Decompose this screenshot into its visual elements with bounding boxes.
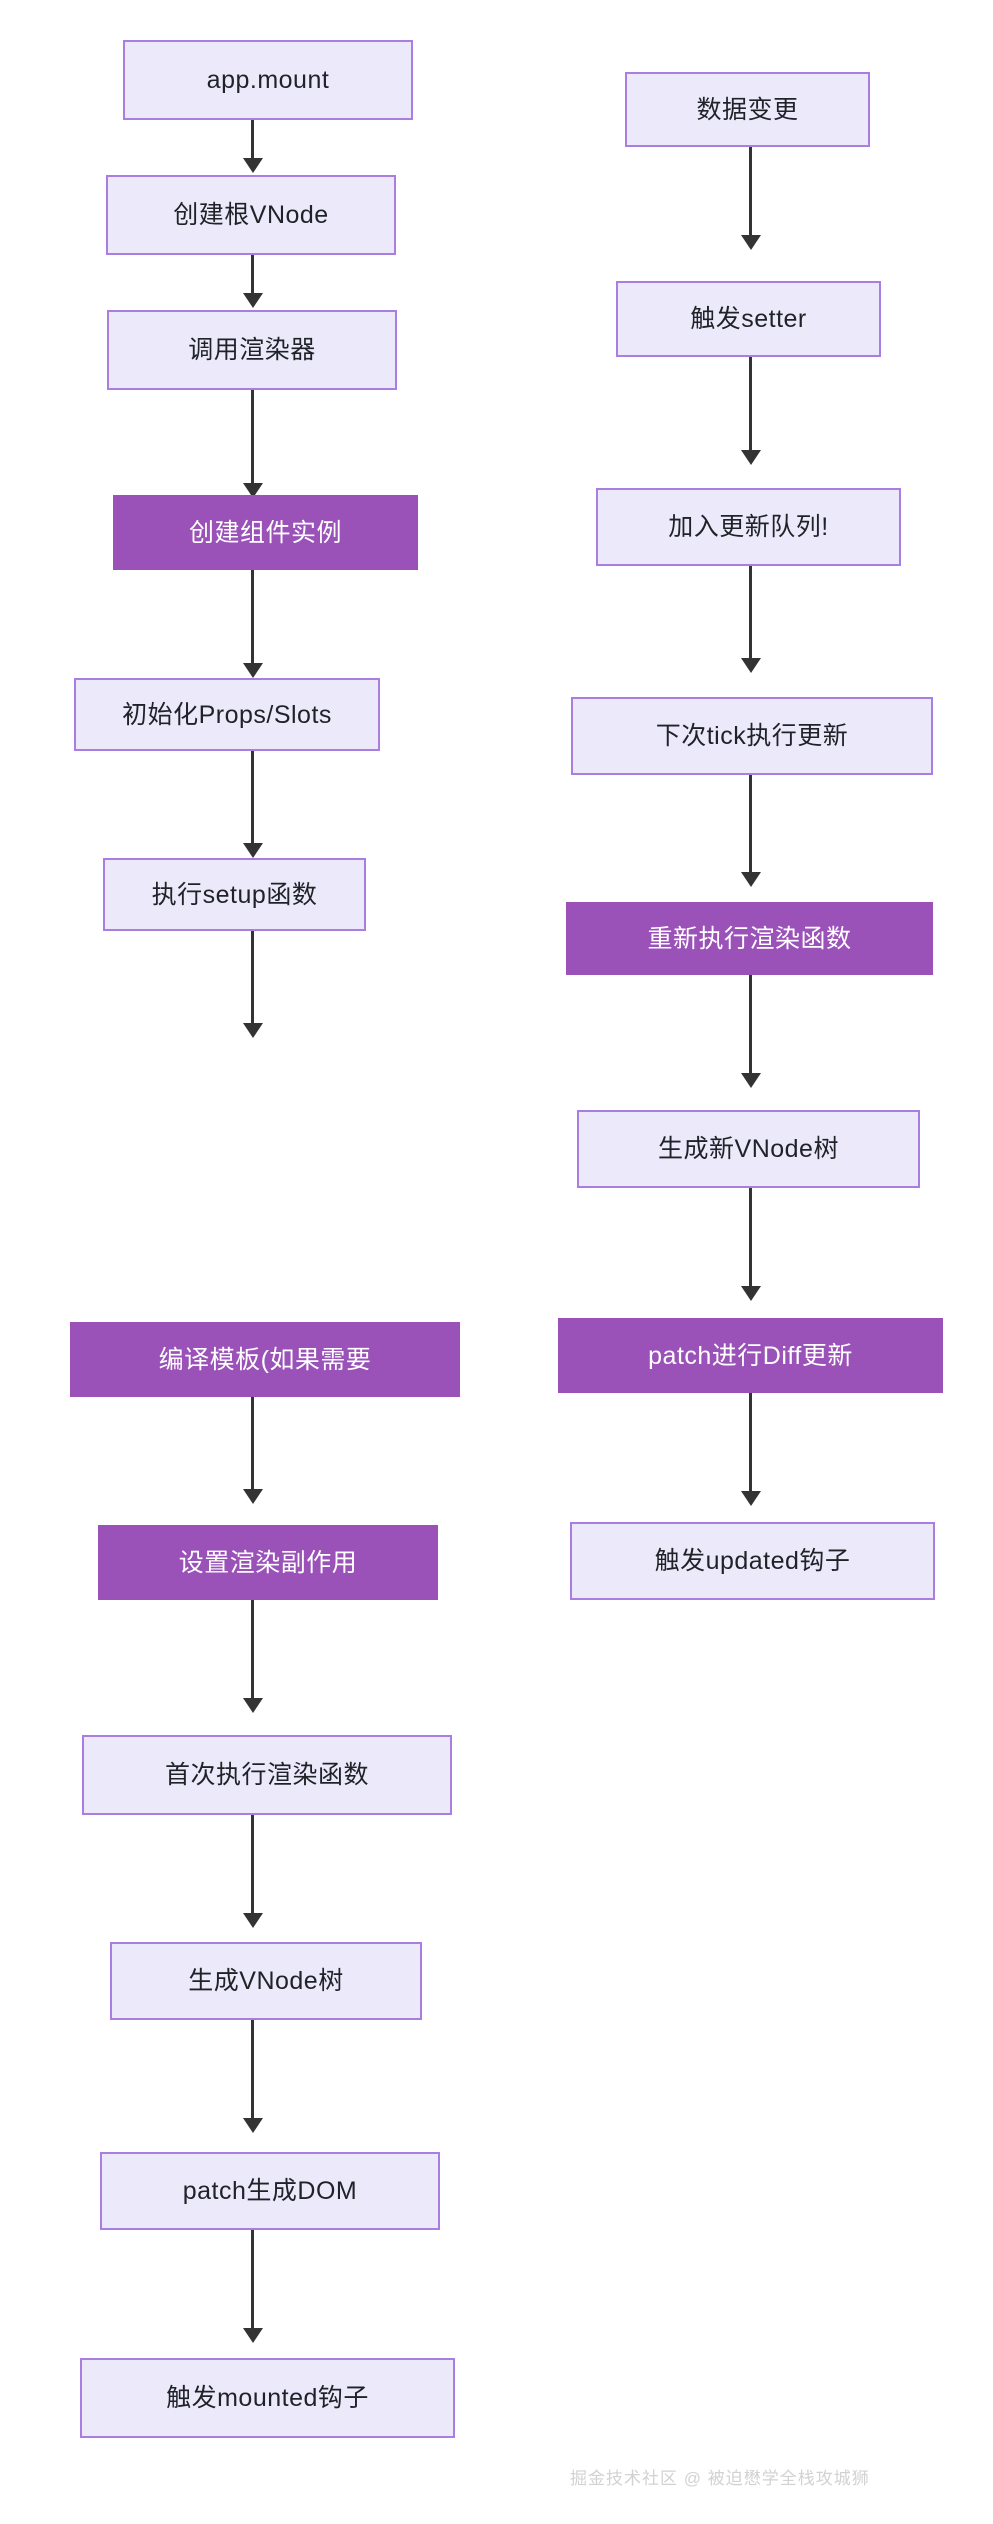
- connector-u3-u4: [749, 566, 752, 666]
- flow-node-enqueue-update[interactable]: 加入更新队列!: [596, 488, 901, 566]
- connector-u7-u8: [749, 1393, 752, 1498]
- flow-node-next-tick-update[interactable]: 下次tick执行更新: [571, 697, 933, 775]
- flow-node-run-setup[interactable]: 执行setup函数: [103, 858, 366, 931]
- flow-node-rerun-render-function[interactable]: 重新执行渲染函数: [566, 902, 933, 975]
- connector-m7-m8: [251, 1397, 254, 1497]
- flow-node-patch-diff-update[interactable]: patch进行Diff更新: [558, 1318, 943, 1393]
- flow-node-create-component-instance[interactable]: 创建组件实例: [113, 495, 418, 570]
- connector-u4-u5: [749, 775, 752, 880]
- flow-node-call-renderer[interactable]: 调用渲染器: [107, 310, 397, 390]
- arrowhead-m1-m2: [243, 158, 263, 173]
- arrowhead-m3-m4: [243, 483, 263, 498]
- connector-m5-m6: [251, 751, 254, 851]
- connector-m11-m12: [251, 2230, 254, 2335]
- connector-m6-m7: [251, 931, 254, 1031]
- arrowhead-m9-m10: [243, 1913, 263, 1928]
- arrowhead-m2-m3: [243, 293, 263, 308]
- flow-node-generate-vnode-tree[interactable]: 生成VNode树: [110, 1942, 422, 2020]
- arrowhead-m11-m12: [243, 2328, 263, 2343]
- arrowhead-u6-u7: [741, 1286, 761, 1301]
- arrowhead-m5-m6: [243, 843, 263, 858]
- flow-node-compile-template-main[interactable]: 编译模板(如果需要: [70, 1322, 460, 1397]
- flow-node-init-props-slots[interactable]: 初始化Props/Slots: [74, 678, 380, 751]
- flow-node-first-render[interactable]: 首次执行渲染函数: [82, 1735, 452, 1815]
- flow-node-create-root-vnode[interactable]: 创建根VNode: [106, 175, 396, 255]
- arrowhead-m7-m8: [243, 1489, 263, 1504]
- connector-m3-m4: [251, 390, 254, 490]
- connector-u2-u3: [749, 357, 752, 457]
- connector-m8-m9: [251, 1600, 254, 1705]
- arrowhead-m8-m9: [243, 1698, 263, 1713]
- flow-node-trigger-mounted-hook[interactable]: 触发mounted钩子: [80, 2358, 455, 2438]
- flow-node-patch-create-dom[interactable]: patch生成DOM: [100, 2152, 440, 2230]
- flow-node-data-change[interactable]: 数据变更: [625, 72, 870, 147]
- connector-u5-u6: [749, 975, 752, 1080]
- flow-node-trigger-updated-hook[interactable]: 触发updated钩子: [570, 1522, 935, 1600]
- connector-m1-m2: [251, 120, 254, 165]
- arrowhead-u7-u8: [741, 1491, 761, 1506]
- connector-m2-m3: [251, 255, 254, 300]
- connector-u1-u2: [749, 147, 752, 242]
- arrowhead-m4-m5: [243, 663, 263, 678]
- connector-m10-m11: [251, 2020, 254, 2125]
- watermark-credit: 掘金技术社区 @ 被迫懋学全栈攻城狮: [570, 2469, 870, 2488]
- arrowhead-u1-u2: [741, 235, 761, 250]
- flow-node-generate-new-vnode-tree[interactable]: 生成新VNode树: [577, 1110, 920, 1188]
- arrowhead-u3-u4: [741, 658, 761, 673]
- flow-node-setup-render-effect[interactable]: 设置渲染副作用: [98, 1525, 438, 1600]
- arrowhead-u4-u5: [741, 872, 761, 887]
- connector-m9-m10: [251, 1815, 254, 1920]
- arrowhead-u2-u3: [741, 450, 761, 465]
- connector-u6-u7: [749, 1188, 752, 1293]
- connector-m4-m5: [251, 570, 254, 670]
- flow-node-trigger-setter[interactable]: 触发setter: [616, 281, 881, 357]
- arrowhead-u5-u6: [741, 1073, 761, 1088]
- arrowhead-m6-m7: [243, 1023, 263, 1038]
- flow-node-app-mount[interactable]: app.mount: [123, 40, 413, 120]
- arrowhead-m10-m11: [243, 2118, 263, 2133]
